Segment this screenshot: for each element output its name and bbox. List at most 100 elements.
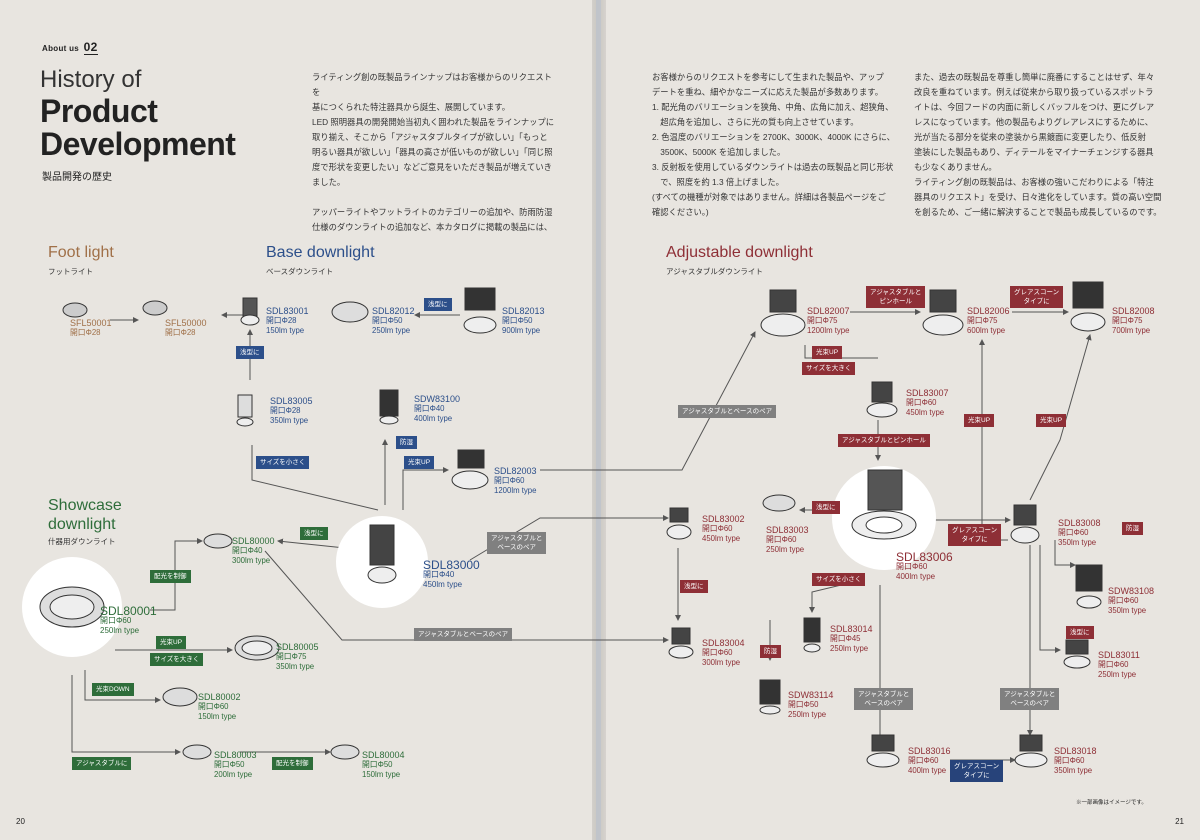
tag-asagata-5: 浅型に [1066, 626, 1094, 639]
tag-haiko: 配光を制御 [150, 570, 191, 583]
tag-asagata-6: 浅型に [680, 580, 708, 593]
intro-line: デートを重ね、細やかなニーズに応えた製品が多数あります。 [652, 87, 884, 97]
intro-line: 超広角を追加し、さらに光の質も向上させています。 [652, 117, 859, 127]
intro-line: 1. 配光角のバリエーションを狭角、中角、広角に加え、超狭角、 [652, 102, 894, 112]
cat-adjustable-title: Adjustable downlight [666, 244, 813, 261]
spine-gutter [592, 0, 606, 840]
intro-line: 度で形状を変更したい」などご意見をいただき製品が増えていき [312, 162, 552, 172]
tag-bouu-3: 防湿 [760, 645, 781, 658]
intro-line: お客様からのリクエストを参考にして生まれた製品や、アップ [652, 72, 884, 82]
intro-line: も少なくありません。 [914, 162, 997, 172]
intro-line: で、照度を約 1.3 倍上げました。 [652, 177, 784, 187]
tag-senkoup-4: 光束UP [964, 414, 995, 427]
tag-adjbase-4: アジャスタブルとベースのペア [854, 688, 914, 710]
intro-line: また、過去の既製品を尊重し簡単に廃番にすることはせず、年々 [914, 72, 1155, 82]
title-jp: 製品開発の歴史 [42, 172, 112, 183]
intro-line: アッパーライトやフットライトのカテゴリーの追加や、防雨防湿 [312, 207, 553, 217]
tag-asagata-3: 浅型に [300, 527, 328, 540]
tag-senkoup-2: 光束UP [156, 636, 187, 649]
intro-line: 明るい器具が欲しい」「器具の高さが低いものが欲しい」「同じ照 [312, 147, 553, 157]
cat-base-title: Base downlight [266, 244, 375, 261]
tag-adjpin: アジャスタブルとピンホール [866, 286, 926, 308]
about-us-label: About us 02 [42, 40, 98, 55]
tag-sizebig: サイズを大きく [150, 653, 204, 666]
tag-senkoup-3: 光束UP [812, 346, 843, 359]
tag-adjbase-pair: アジャスタブルとベースのペア [487, 532, 547, 554]
intro-line: 3. 反射板を使用しているダウンライトは過去の既製品と同じ形状 [652, 162, 894, 172]
intro-line: 光が当たる部分を従来の塗装から黒鍍面に変更したり、低反射 [914, 132, 1146, 142]
intro-line: 器具のリクエスト」を受け、日々進化をしています。質の高い空間 [914, 192, 1162, 202]
page-number-left: 20 [16, 817, 25, 826]
tag-glare-3: グレアスコーンタイプに [950, 760, 1004, 782]
intro-line: 3500K、5000K を追加しました。 [652, 147, 786, 157]
cat-showcase-jp: 什器用ダウンライト [48, 537, 116, 546]
intro-line: ライティング創の既製品ラインナップはお客様からのリクエストを [312, 72, 552, 97]
intro-line: LED 照明器具の開発開始当初丸く囲われた製品をラインナップに [312, 117, 555, 127]
tag-asagata-2: 浅型に [236, 346, 264, 359]
tag-senkoup: 光束UP [404, 456, 435, 469]
cat-adjustable-jp: アジャスタブルダウンライト [666, 267, 763, 276]
tag-adjbase-3: アジャスタブルとベースのペア [678, 405, 777, 418]
tag-senkoup-5: 光束UP [1036, 414, 1067, 427]
cat-foot-title: Foot light [48, 244, 114, 261]
tag-bouu-2: 防湿 [1122, 522, 1143, 535]
intro-line: 基につくられた特注器具から誕生、展開しています。 [312, 102, 511, 112]
tag-glare: グレアスコーンタイプに [1010, 286, 1064, 308]
page-number-right: 21 [1175, 817, 1184, 826]
tag-sizebig-2: サイズを大きく [802, 362, 856, 375]
tag-haiko-2: 配光を制御 [272, 757, 313, 770]
intro-line: 改良を重ねています。例えば従来から取り扱っているスポットラ [914, 87, 1154, 97]
intro-col-3: また、過去の既製品を尊重し簡単に廃番にすることはせず、年々改良を重ねています。例… [914, 70, 1164, 220]
intro-line: ました。 [312, 177, 346, 187]
intro-line: 取り揃え、そこから「アジャスタブルタイプが欲しい」「もっと [312, 132, 548, 142]
intro-line: を創るため、ご一緒に解決することで製品も成長しているのです。 [914, 207, 1162, 217]
tag-sizesmall-2: サイズを小さく [812, 573, 866, 586]
intro-col-1: ライティング創の既製品ラインナップはお客様からのリクエストを基につくられた特注器… [312, 70, 560, 235]
cat-foot-jp: フットライト [48, 267, 93, 276]
image-note: ※一部画像はイメージです。 [1076, 800, 1147, 806]
tag-glare-2: グレアスコーンタイプに [948, 524, 1002, 546]
cat-base-jp: ベースダウンライト [266, 267, 334, 276]
intro-line: 塗装にした製品もあり、ディテールをマイナーチェンジする器具 [914, 147, 1154, 157]
tag-adjpin-2: アジャスタブルとピンホール [838, 434, 930, 447]
intro-line: 確認ください。) [652, 207, 709, 217]
intro-line: レスになっています。他の製品もよりグレアレスにするために、 [914, 117, 1154, 127]
intro-line: ライティング創の既製品は、お客様の強いこだわりによる「特注 [914, 177, 1154, 187]
intro-line: (すべての機種が対象ではありません。詳細は各製品ページをご [652, 192, 886, 202]
intro-line: イトは、今回フードの内面に新しくバッフルをつけ、更にグレア [914, 102, 1155, 112]
intro-line [312, 190, 560, 205]
